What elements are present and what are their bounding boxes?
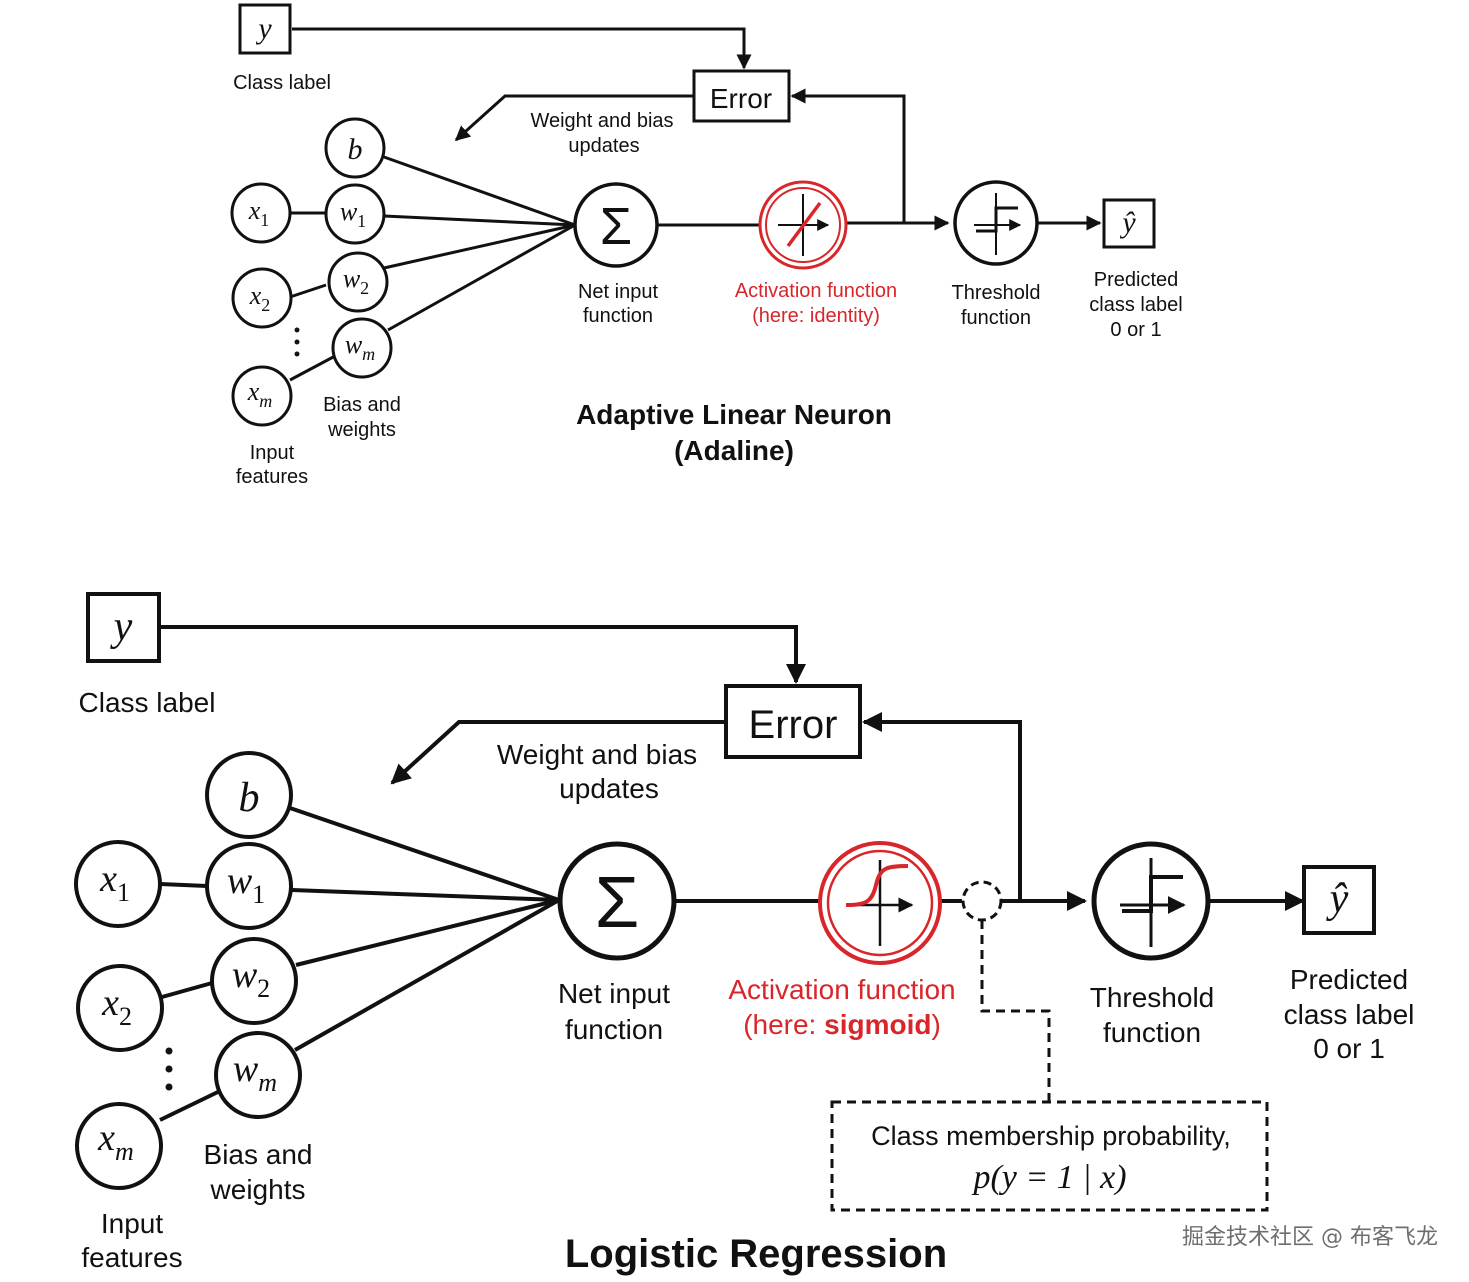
logistic-weight-label-m: wm bbox=[233, 1048, 277, 1097]
adaline-sum-symbol: Σ bbox=[600, 198, 632, 256]
adaline-bias-weights-label-1: Bias and bbox=[323, 394, 401, 416]
logistic-input-features-label-1: Input bbox=[101, 1208, 163, 1239]
adaline-weight-label-m: wm bbox=[345, 330, 375, 364]
logistic-threshold-label-2: function bbox=[1103, 1017, 1201, 1048]
logistic-bias-weights-label-1: Bias and bbox=[204, 1139, 313, 1170]
logistic-bias-node bbox=[205, 751, 293, 839]
adaline-weight-label-2: w2 bbox=[343, 264, 369, 298]
logistic-bias-weights-label-2: weights bbox=[210, 1174, 306, 1205]
logistic-input-label-m: xm bbox=[97, 1117, 134, 1166]
adaline-net-input-label-1: Net input bbox=[578, 281, 658, 303]
logistic-update-label-1: Weight and bias bbox=[497, 739, 697, 770]
adaline-input-label-2: x2 bbox=[249, 281, 271, 315]
logistic-activation-label-1: Activation function bbox=[728, 974, 955, 1005]
adaline-threshold-label-2: function bbox=[961, 307, 1031, 329]
adaline-weight-node-1 bbox=[324, 183, 386, 245]
adaline-activation-node bbox=[758, 180, 848, 270]
adaline-predicted-symbol: ŷ bbox=[1119, 206, 1136, 239]
adaline-input-node-m bbox=[231, 365, 293, 427]
logistic-diagram: y Class label Error Weight and bias upda… bbox=[74, 592, 1415, 1276]
adaline-input-node-1 bbox=[230, 182, 292, 244]
logistic-probability-label: Class membership probability, bbox=[871, 1121, 1231, 1151]
adaline-predicted-box bbox=[1102, 198, 1156, 249]
adaline-predicted-label-2: class label bbox=[1089, 294, 1182, 316]
logistic-bias-symbol: b bbox=[239, 775, 260, 821]
adaline-predicted-label-1: Predicted bbox=[1094, 269, 1179, 291]
logistic-threshold-label-1: Threshold bbox=[1090, 982, 1215, 1013]
logistic-input-label-1: x1 bbox=[99, 858, 130, 907]
logistic-update-label-2: updates bbox=[559, 773, 659, 804]
logistic-title: Logistic Regression bbox=[565, 1232, 947, 1276]
adaline-activation-label-2: (here: identity) bbox=[752, 305, 880, 327]
logistic-net-input-node bbox=[557, 841, 677, 961]
logistic-class-symbol: y bbox=[110, 604, 133, 650]
adaline-threshold-label-1: Threshold bbox=[952, 282, 1041, 304]
adaline-class-label-box bbox=[238, 3, 292, 55]
logistic-input-node-2 bbox=[76, 964, 164, 1052]
adaline-bias-node bbox=[324, 117, 386, 179]
logistic-predicted-label-2: class label bbox=[1284, 999, 1415, 1030]
adaline-weight-label-1: w1 bbox=[340, 197, 366, 231]
logistic-probability-box bbox=[830, 1100, 1269, 1212]
logistic-threshold-node bbox=[1091, 841, 1211, 961]
adaline-error-box bbox=[692, 69, 791, 123]
adaline-ellipsis-dots bbox=[294, 327, 300, 357]
logistic-ellipsis-dots bbox=[165, 1047, 173, 1091]
adaline-update-label-2: updates bbox=[568, 135, 639, 157]
logistic-predicted-box bbox=[1302, 865, 1376, 935]
logistic-input-features-label-2: features bbox=[81, 1242, 182, 1273]
logistic-probability-tap-node bbox=[961, 880, 1003, 922]
adaline-class-label: Class label bbox=[233, 72, 331, 94]
adaline-input-label-1: x1 bbox=[248, 196, 270, 230]
adaline-activation-label-1: Activation function bbox=[735, 280, 897, 302]
logistic-input-node-1 bbox=[74, 840, 162, 928]
logistic-input-node-m bbox=[75, 1102, 163, 1190]
logistic-class-label: Class label bbox=[79, 687, 216, 718]
logistic-predicted-label-1: Predicted bbox=[1290, 964, 1408, 995]
adaline-error-label: Error bbox=[710, 83, 772, 114]
logistic-weight-node-m bbox=[214, 1031, 302, 1119]
logistic-error-label: Error bbox=[749, 703, 838, 747]
logistic-activation-label-2: (here: sigmoid) bbox=[743, 1009, 941, 1040]
adaline-bias-weights-label-2: weights bbox=[327, 419, 396, 441]
logistic-weight-label-1: w1 bbox=[227, 860, 265, 909]
logistic-input-label-2: x2 bbox=[101, 982, 132, 1031]
adaline-input-features-label-2: features bbox=[236, 466, 308, 488]
logistic-class-label-box bbox=[86, 592, 161, 663]
adaline-threshold-node bbox=[953, 180, 1039, 266]
logistic-sum-symbol: Σ bbox=[595, 863, 640, 943]
logistic-weight-label-2: w2 bbox=[232, 954, 270, 1003]
adaline-diagram: y Class label Error Weight and bias upda… bbox=[230, 3, 1183, 488]
logistic-net-input-label-1: Net input bbox=[558, 978, 670, 1009]
adaline-input-node-2 bbox=[231, 267, 293, 329]
adaline-net-input-node bbox=[573, 182, 659, 268]
adaline-input-features-label-1: Input bbox=[250, 442, 295, 464]
logistic-predicted-label-3: 0 or 1 bbox=[1313, 1033, 1385, 1064]
logistic-net-input-label-2: function bbox=[565, 1014, 663, 1045]
adaline-net-input-label-2: function bbox=[583, 305, 653, 327]
adaline-input-label-m: xm bbox=[247, 377, 273, 411]
logistic-weight-node-1 bbox=[205, 842, 293, 930]
adaline-weight-node-m bbox=[331, 317, 393, 379]
watermark: 掘金技术社区 @ 布客飞龙 bbox=[1182, 1225, 1438, 1250]
adaline-class-symbol: y bbox=[255, 12, 272, 45]
logistic-predicted-symbol: ŷ bbox=[1326, 876, 1349, 922]
adaline-connections bbox=[289, 27, 1102, 382]
adaline-title-1: Adaptive Linear Neuron bbox=[576, 399, 892, 430]
adaline-update-label-1: Weight and bias bbox=[530, 110, 673, 132]
logistic-probability-connector bbox=[980, 920, 1051, 1101]
adaline-bias-symbol: b bbox=[348, 133, 363, 166]
logistic-error-box bbox=[724, 684, 862, 759]
adaline-weight-node-2 bbox=[327, 251, 389, 313]
logistic-weight-node-2 bbox=[210, 937, 298, 1025]
logistic-connections bbox=[159, 625, 1305, 1122]
logistic-activation-node bbox=[818, 841, 942, 965]
adaline-title-2: (Adaline) bbox=[674, 435, 794, 466]
logistic-probability-formula: p(y = 1 | x) bbox=[971, 1159, 1126, 1196]
adaline-predicted-label-3: 0 or 1 bbox=[1110, 319, 1161, 341]
